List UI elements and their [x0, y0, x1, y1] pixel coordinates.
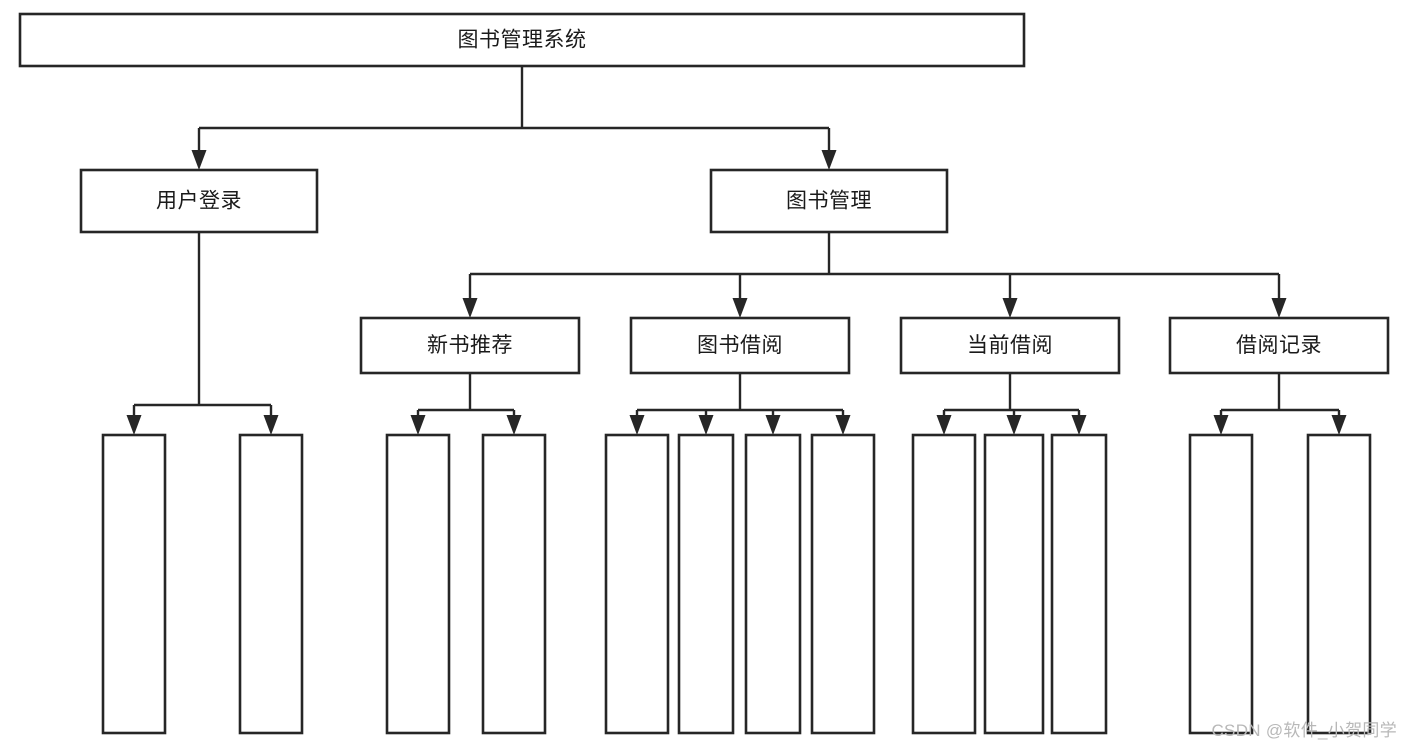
node-leaf-confirm-return-rect[interactable] — [1050, 433, 1108, 735]
node-leaf-query-book-1-rect[interactable] — [385, 433, 451, 735]
bm-to-l3-3-head — [1271, 298, 1287, 318]
borrow-record-to-leaf-0-head — [1213, 415, 1229, 435]
node-new-book-rec-rect[interactable] — [359, 316, 581, 375]
node-root-rect[interactable] — [18, 12, 1026, 68]
node-leaf-add-record[interactable] — [1188, 433, 1254, 735]
borrow-record-to-leaf-1-head — [1331, 415, 1347, 435]
node-leaf-query-book-3[interactable] — [911, 433, 977, 735]
node-leaf-user-login-rect[interactable] — [101, 433, 167, 735]
node-leaf-return-book[interactable] — [983, 433, 1045, 735]
node-leaf-add-record-rect[interactable] — [1188, 433, 1254, 735]
node-leaf-query-record-rect[interactable] — [1306, 433, 1372, 735]
node-book-manage-rect[interactable] — [709, 168, 949, 234]
user-login-to-leaf-1-head — [263, 415, 279, 435]
watermark-text: CSDN @软件_小贺同学 — [1211, 721, 1397, 740]
book-borrow-to-leaf-0-head — [629, 415, 645, 435]
node-leaf-borrow-book-1[interactable] — [481, 433, 547, 735]
current-borrow-to-leaf-1-head — [1006, 415, 1022, 435]
node-leaf-query-record[interactable] — [1306, 433, 1372, 735]
node-leaf-logout[interactable] — [238, 433, 304, 735]
bm-to-l3-1-head — [732, 298, 748, 318]
node-leaf-query-book-2-rect[interactable] — [604, 433, 670, 735]
node-current-borrow-rect[interactable] — [899, 316, 1121, 375]
current-borrow-to-leaf-2-head — [1071, 415, 1087, 435]
node-book-borrow[interactable]: 图书借阅 — [629, 316, 851, 375]
node-leaf-user-login[interactable] — [101, 433, 167, 735]
node-leaf-borrow-book-2-rect[interactable] — [810, 433, 876, 735]
node-layer: 图书管理系统用户登录图书管理新书推荐图书借阅当前借阅借阅记录用户登录注销登录查询… — [18, 12, 1390, 735]
node-new-book-rec[interactable]: 新书推荐 — [359, 316, 581, 375]
node-leaf-edit-book-rect[interactable] — [744, 433, 802, 735]
current-borrow-to-leaf-0-head — [936, 415, 952, 435]
node-borrow-record-label: 借阅记录 — [1236, 334, 1322, 357]
root-to-l2-0-head — [191, 150, 207, 170]
book-borrow-to-leaf-1-head — [698, 415, 714, 435]
node-leaf-borrow-book-2[interactable] — [810, 433, 876, 735]
book-borrow-to-leaf-3-head — [835, 415, 851, 435]
node-borrow-record-rect[interactable] — [1168, 316, 1390, 375]
node-book-manage[interactable]: 图书管理 — [709, 168, 949, 234]
node-user-login-rect[interactable] — [79, 168, 319, 234]
node-leaf-return-book-rect[interactable] — [983, 433, 1045, 735]
node-current-borrow[interactable]: 当前借阅 — [899, 316, 1121, 375]
node-root-label: 图书管理系统 — [458, 29, 587, 52]
node-book-borrow-rect[interactable] — [629, 316, 851, 375]
node-leaf-add-book[interactable] — [677, 433, 735, 735]
node-borrow-record[interactable]: 借阅记录 — [1168, 316, 1390, 375]
node-root[interactable]: 图书管理系统 — [18, 12, 1026, 68]
new-book-rec-to-leaf-1-head — [506, 415, 522, 435]
node-user-login[interactable]: 用户登录 — [79, 168, 319, 234]
bm-to-l3-2-head — [1002, 298, 1018, 318]
bm-to-l3-0-head — [462, 298, 478, 318]
user-login-to-leaf-0-head — [126, 415, 142, 435]
connector-layer — [126, 66, 1347, 435]
node-leaf-logout-rect[interactable] — [238, 433, 304, 735]
root-to-l2-1-head — [821, 150, 837, 170]
node-new-book-rec-label: 新书推荐 — [427, 334, 513, 357]
node-book-borrow-label: 图书借阅 — [697, 334, 783, 357]
node-leaf-query-book-3-rect[interactable] — [911, 433, 977, 735]
new-book-rec-to-leaf-0-head — [410, 415, 426, 435]
book-borrow-to-leaf-2-head — [765, 415, 781, 435]
node-current-borrow-label: 当前借阅 — [967, 334, 1053, 357]
node-leaf-edit-book[interactable] — [744, 433, 802, 735]
node-book-manage-label: 图书管理 — [786, 190, 872, 213]
node-leaf-query-book-1[interactable] — [385, 433, 451, 735]
node-leaf-borrow-book-1-rect[interactable] — [481, 433, 547, 735]
node-leaf-confirm-return[interactable] — [1050, 433, 1108, 735]
node-leaf-query-book-2[interactable] — [604, 433, 670, 735]
node-user-login-label: 用户登录 — [156, 190, 242, 213]
node-leaf-add-book-rect[interactable] — [677, 433, 735, 735]
